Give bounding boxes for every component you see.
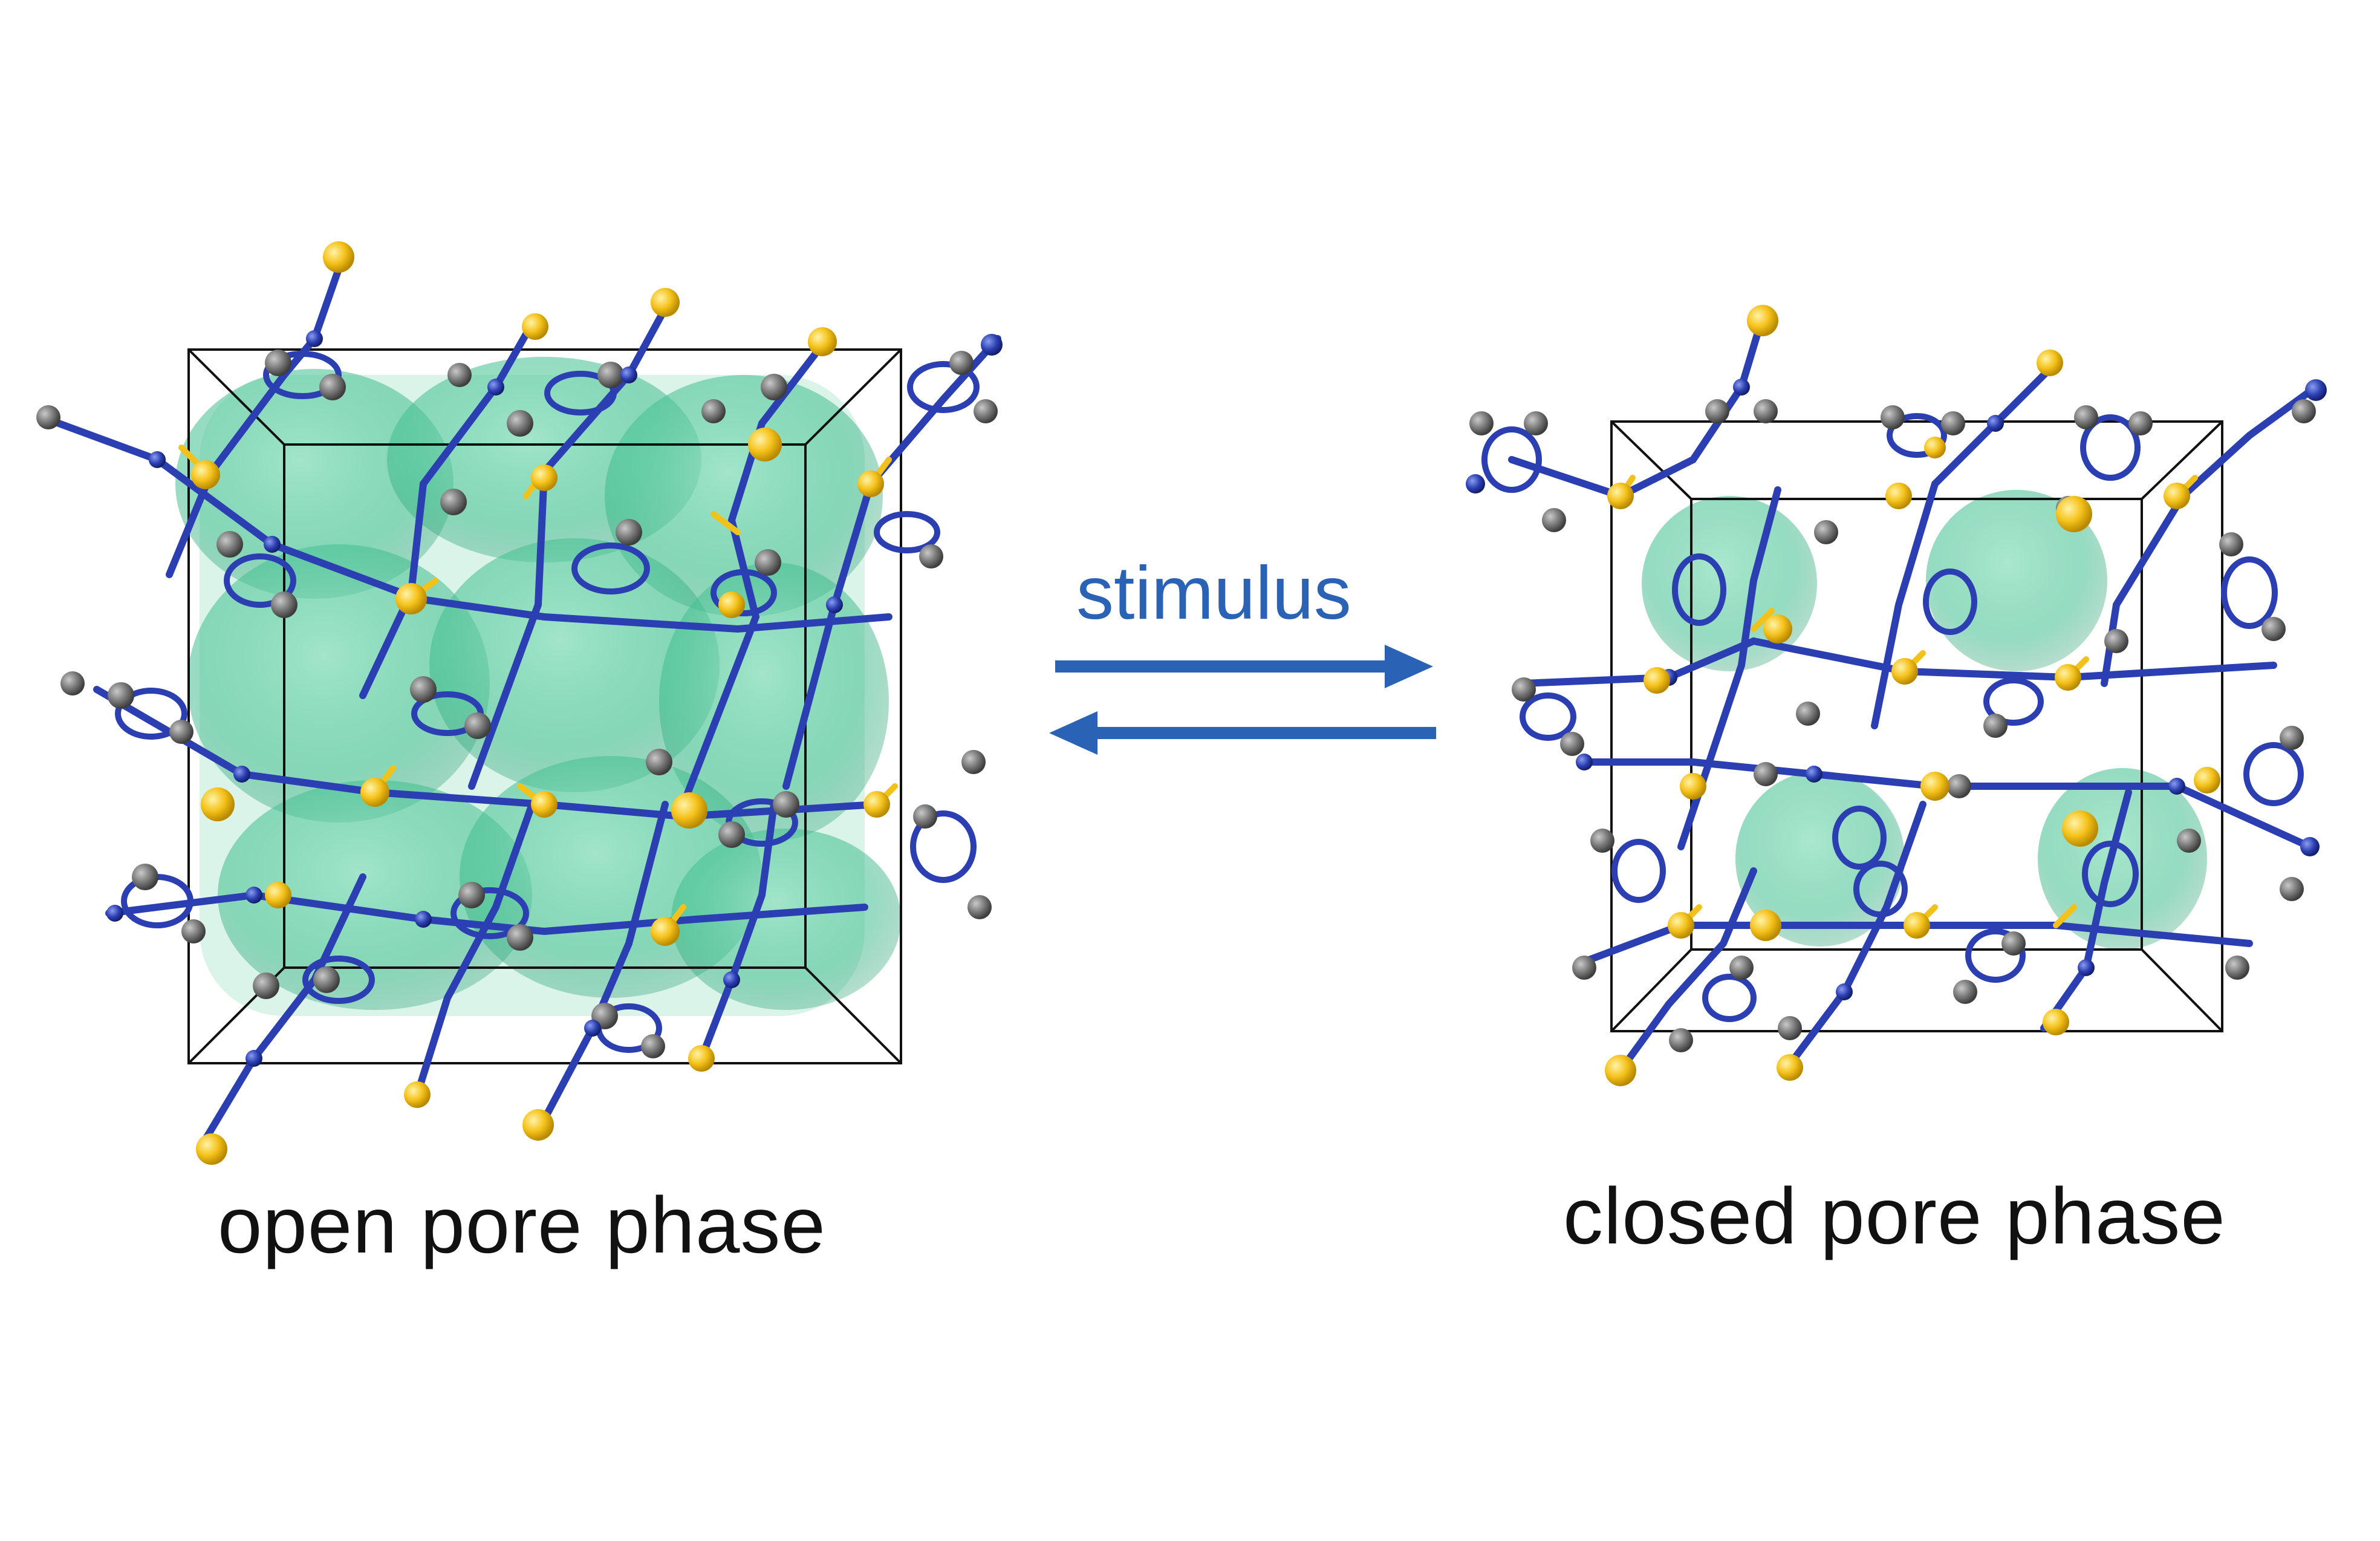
open-imidazolate-rings <box>115 351 980 1053</box>
open-metal-atoms <box>191 241 890 1165</box>
closed-metal-atoms <box>1605 305 2220 1086</box>
closed-framework-bonds <box>1508 323 2320 1074</box>
open-carbon-atoms <box>36 350 998 1058</box>
open-pore-caption: open pore phase <box>218 1181 826 1269</box>
open-nitrogen-atoms <box>106 330 1003 1067</box>
open-pore-volume <box>175 357 901 1016</box>
arrow-right-icon <box>1055 645 1433 688</box>
closed-imidazolate-rings <box>1481 413 2304 1022</box>
closed-carbon-atoms <box>1469 399 2316 1052</box>
closed-unit-cell <box>1610 420 2223 1032</box>
stimulus-label: stimulus <box>1076 552 1351 635</box>
open-pore-structure <box>36 241 1003 1165</box>
arrow-left-icon <box>1049 711 1436 755</box>
closed-pore-caption: closed pore phase <box>1563 1171 2226 1260</box>
closed-pore-structure <box>1466 305 2327 1086</box>
open-unit-cell <box>187 348 902 1064</box>
equilibrium-arrows <box>1049 645 1436 755</box>
